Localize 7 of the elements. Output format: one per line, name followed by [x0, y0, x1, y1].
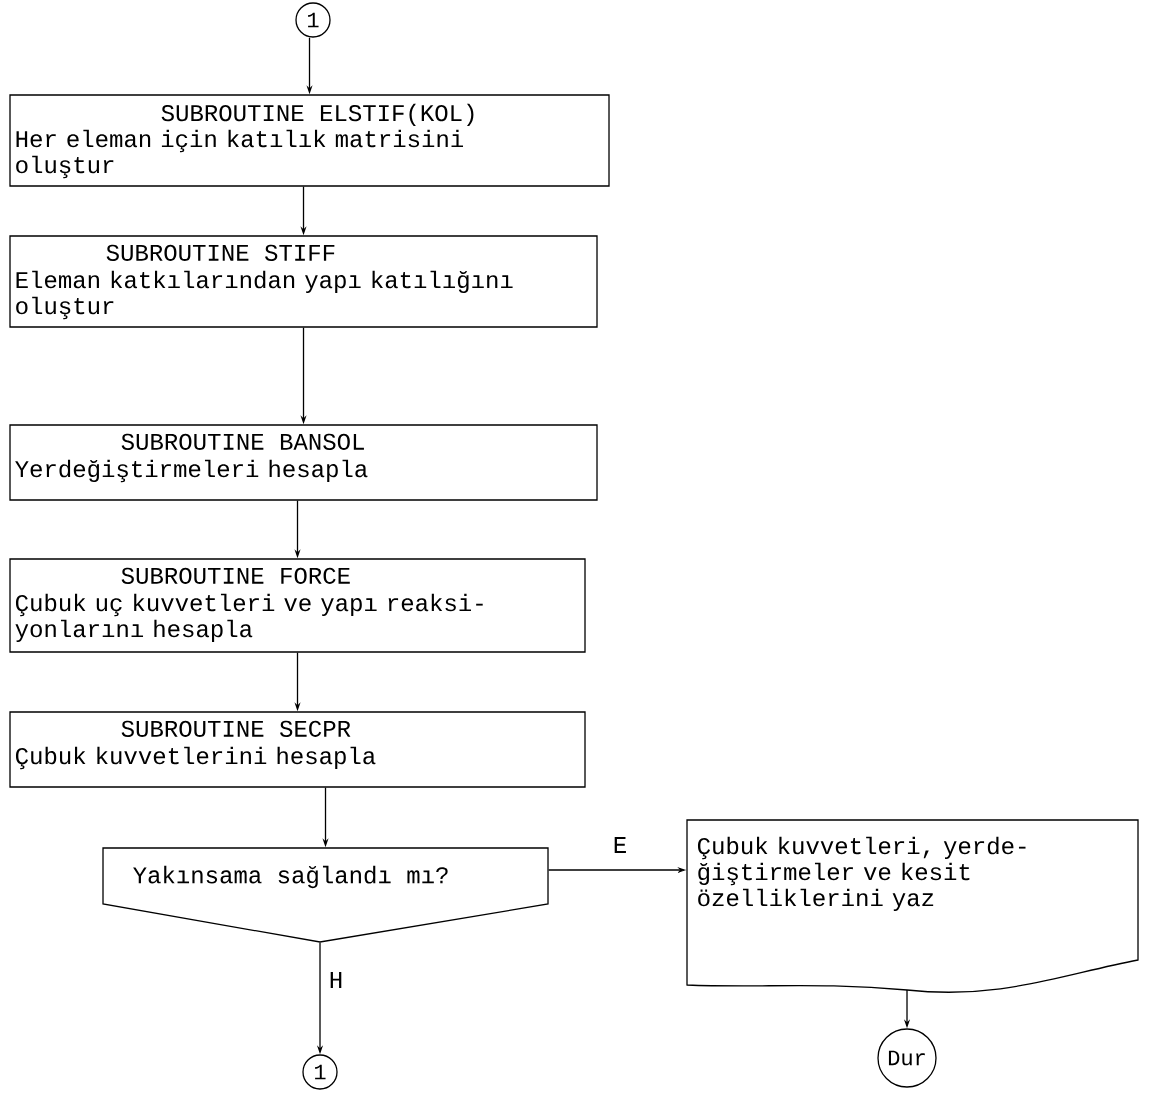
- edge-label: H: [330, 972, 342, 988]
- process-box: SUBROUTINE BANSOL Yerdeğiştirmeleri hesapla: [9, 424, 598, 501]
- process-box: SUBROUTINE ELSTIF(KOL) Her eleman için katılık matrisini oluştur: [9, 94, 610, 187]
- process-box: SUBROUTINE STIFF Eleman katkılarından yapı katılığını oluştur: [9, 235, 598, 328]
- edge-label: E: [614, 837, 626, 853]
- process-box: SUBROUTINE FORCE Çubuk uç kuvvetleri ve yapı reaksi- yonlarını hesapla: [9, 558, 586, 653]
- process-box: SUBROUTINE SECPR Çubuk kuvvetlerini hesapla: [9, 711, 586, 788]
